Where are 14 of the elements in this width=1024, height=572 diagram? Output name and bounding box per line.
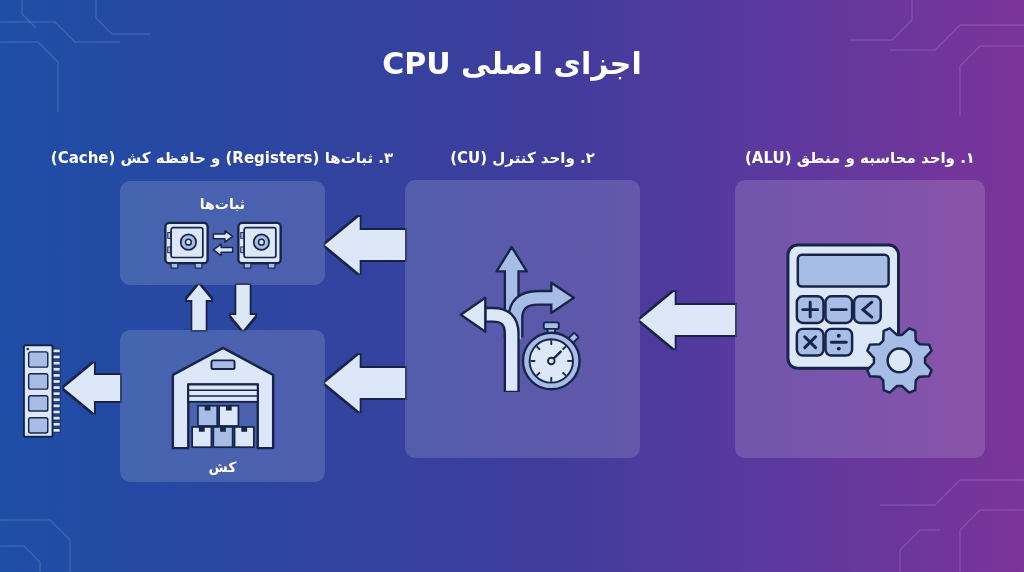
panel-label: ثبات‌ها	[199, 195, 246, 213]
block-arrow	[325, 354, 405, 412]
diagram-title: اجزای اصلی CPU	[382, 45, 642, 83]
block-arrow	[325, 216, 405, 274]
memory-module-icon	[22, 342, 64, 440]
block-arrow	[230, 285, 256, 330]
registers-panel	[120, 181, 325, 285]
block-arrow	[640, 291, 735, 349]
cache-panel	[120, 330, 325, 482]
panel-label: کش	[208, 458, 237, 476]
column-heading: ۳. ثبات‌ها (Registers) و حافظه کش (Cache)	[50, 148, 394, 168]
panel-heading: ۱. واحد محاسبه و منطق (ALU)	[745, 148, 975, 168]
block-arrow	[64, 363, 120, 413]
panel-heading: ۲. واحد کنترل (CU)	[450, 148, 595, 168]
